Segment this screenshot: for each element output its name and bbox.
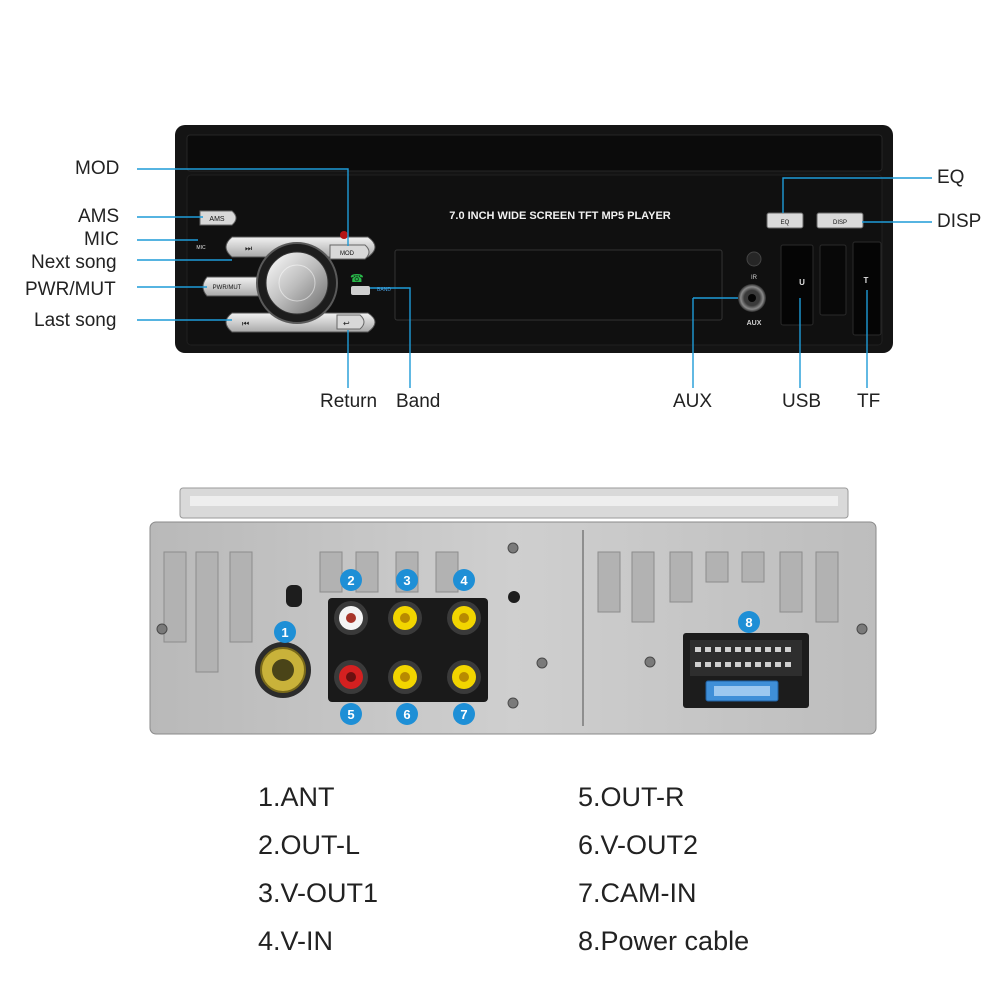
call-icon: ☎ xyxy=(350,273,364,285)
top-flap xyxy=(186,134,883,172)
usb-port-door[interactable] xyxy=(780,244,814,326)
unit-printed-labels: 7.0 INCH WIDE SCREEN TFT MP5 PLAYER AMS … xyxy=(196,210,868,327)
screw-icon xyxy=(644,656,656,668)
ant-connector-core xyxy=(272,659,294,681)
band-button[interactable] xyxy=(351,286,370,295)
rear-markers xyxy=(274,569,760,725)
eq-button[interactable] xyxy=(766,212,804,229)
marker-labels: 1 2 3 4 5 6 7 8 xyxy=(281,573,752,722)
screen-title: 7.0 INCH WIDE SCREEN TFT MP5 PLAYER xyxy=(449,210,671,222)
mount-hole xyxy=(286,585,302,607)
rca-row-top xyxy=(334,601,481,635)
marker-2 xyxy=(340,569,362,591)
disp-button-label: DISP xyxy=(833,220,847,226)
return-button[interactable] xyxy=(336,314,365,330)
marker-3 xyxy=(396,569,418,591)
screw-icon xyxy=(507,697,519,709)
last-song-icon: ⏮ xyxy=(242,319,249,328)
callout-eq: EQ xyxy=(937,167,965,188)
volume-knob[interactable] xyxy=(265,251,329,315)
eq-button-label: EQ xyxy=(781,220,790,226)
callout-pwr-mut: PWR/MUT xyxy=(25,279,116,300)
callout-band: Band xyxy=(396,391,441,412)
marker-label-6: 6 xyxy=(403,707,410,722)
callout-disp: DISP xyxy=(937,211,982,232)
pwr-mut-button-label: PWR/MUT xyxy=(213,285,242,291)
callout-mic: MIC xyxy=(84,229,119,250)
callout-return: Return xyxy=(320,391,378,412)
marker-label-1: 1 xyxy=(281,625,288,640)
marker-label-4: 4 xyxy=(460,573,468,588)
bracket-slot xyxy=(819,244,847,316)
mic-led xyxy=(340,231,348,239)
next-song-icon: ⏭ xyxy=(245,244,252,253)
usb-port-label: U xyxy=(799,278,805,287)
marker-label-8: 8 xyxy=(745,615,752,630)
rca-row-bottom xyxy=(334,660,481,694)
rear-panel xyxy=(149,487,877,735)
screw-icon xyxy=(507,542,519,554)
marker-label-2: 2 xyxy=(347,573,354,588)
front-callout-lines xyxy=(137,168,932,388)
mount-hole-small xyxy=(508,591,520,603)
marker-8 xyxy=(738,611,760,633)
screw-icon xyxy=(856,623,868,635)
marker-7 xyxy=(453,703,475,725)
legend-item-1: 1.ANT xyxy=(258,782,335,812)
marker-1 xyxy=(274,621,296,643)
legend-item-4: 4.V-IN xyxy=(258,926,334,956)
legend-item-5: 5.OUT-R xyxy=(578,782,685,812)
tf-port-label: T xyxy=(864,276,869,285)
band-label: BAND xyxy=(377,287,391,293)
marker-label-3: 3 xyxy=(403,573,410,588)
disp-button[interactable] xyxy=(816,212,864,229)
knob-highlight xyxy=(278,264,316,302)
legend-item-7: 7.CAM-IN xyxy=(578,878,697,908)
callout-aux: AUX xyxy=(673,391,713,412)
mod-button-label: MOD xyxy=(340,251,355,257)
screw-icon xyxy=(536,657,548,669)
legend-item-6: 6.V-OUT2 xyxy=(578,830,699,860)
mic-hole-icon xyxy=(746,251,762,267)
aux-jack-hole xyxy=(748,294,756,302)
power-pins xyxy=(690,640,802,676)
marker-label-7: 7 xyxy=(460,707,467,722)
marker-4 xyxy=(453,569,475,591)
legend-item-2: 2.OUT-L xyxy=(258,830,361,860)
ams-button[interactable] xyxy=(199,210,237,226)
ams-button-label: AMS xyxy=(209,216,225,223)
callout-last-song: Last song xyxy=(34,310,117,331)
callout-next-song: Next song xyxy=(31,252,117,273)
display-window xyxy=(394,249,723,321)
screw-icon xyxy=(156,623,168,635)
legend-item-8: 8.Power cable xyxy=(578,926,750,956)
aux-port-label: AUX xyxy=(747,320,762,327)
callout-mod: MOD xyxy=(75,158,120,179)
rail-highlight xyxy=(190,496,838,506)
callout-usb: USB xyxy=(782,391,822,412)
front-panel: ⏭ ⏮ ☎ ↩ xyxy=(175,125,893,353)
marker-5 xyxy=(340,703,362,725)
legend-item-3: 3.V-OUT1 xyxy=(258,878,379,908)
mic-label: MIC xyxy=(196,245,206,251)
return-icon: ↩ xyxy=(343,319,350,328)
callout-ams: AMS xyxy=(78,206,120,227)
ir-label: IR xyxy=(751,275,758,281)
fuse-window xyxy=(714,686,770,696)
pin-row xyxy=(695,647,791,667)
mod-button[interactable] xyxy=(329,244,370,260)
marker-6 xyxy=(396,703,418,725)
marker-label-5: 5 xyxy=(347,707,354,722)
callout-tf: TF xyxy=(857,391,881,412)
